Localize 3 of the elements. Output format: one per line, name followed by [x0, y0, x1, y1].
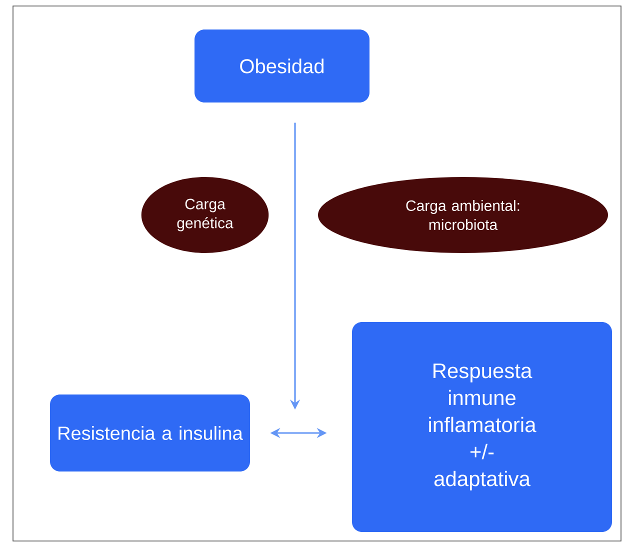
process-box: Obesidad: [194, 30, 370, 102]
process-box: Respuesta inmune inflamatoria +/- adaptativa: [352, 322, 612, 532]
process-box: Resistencia a insulina: [50, 394, 250, 472]
